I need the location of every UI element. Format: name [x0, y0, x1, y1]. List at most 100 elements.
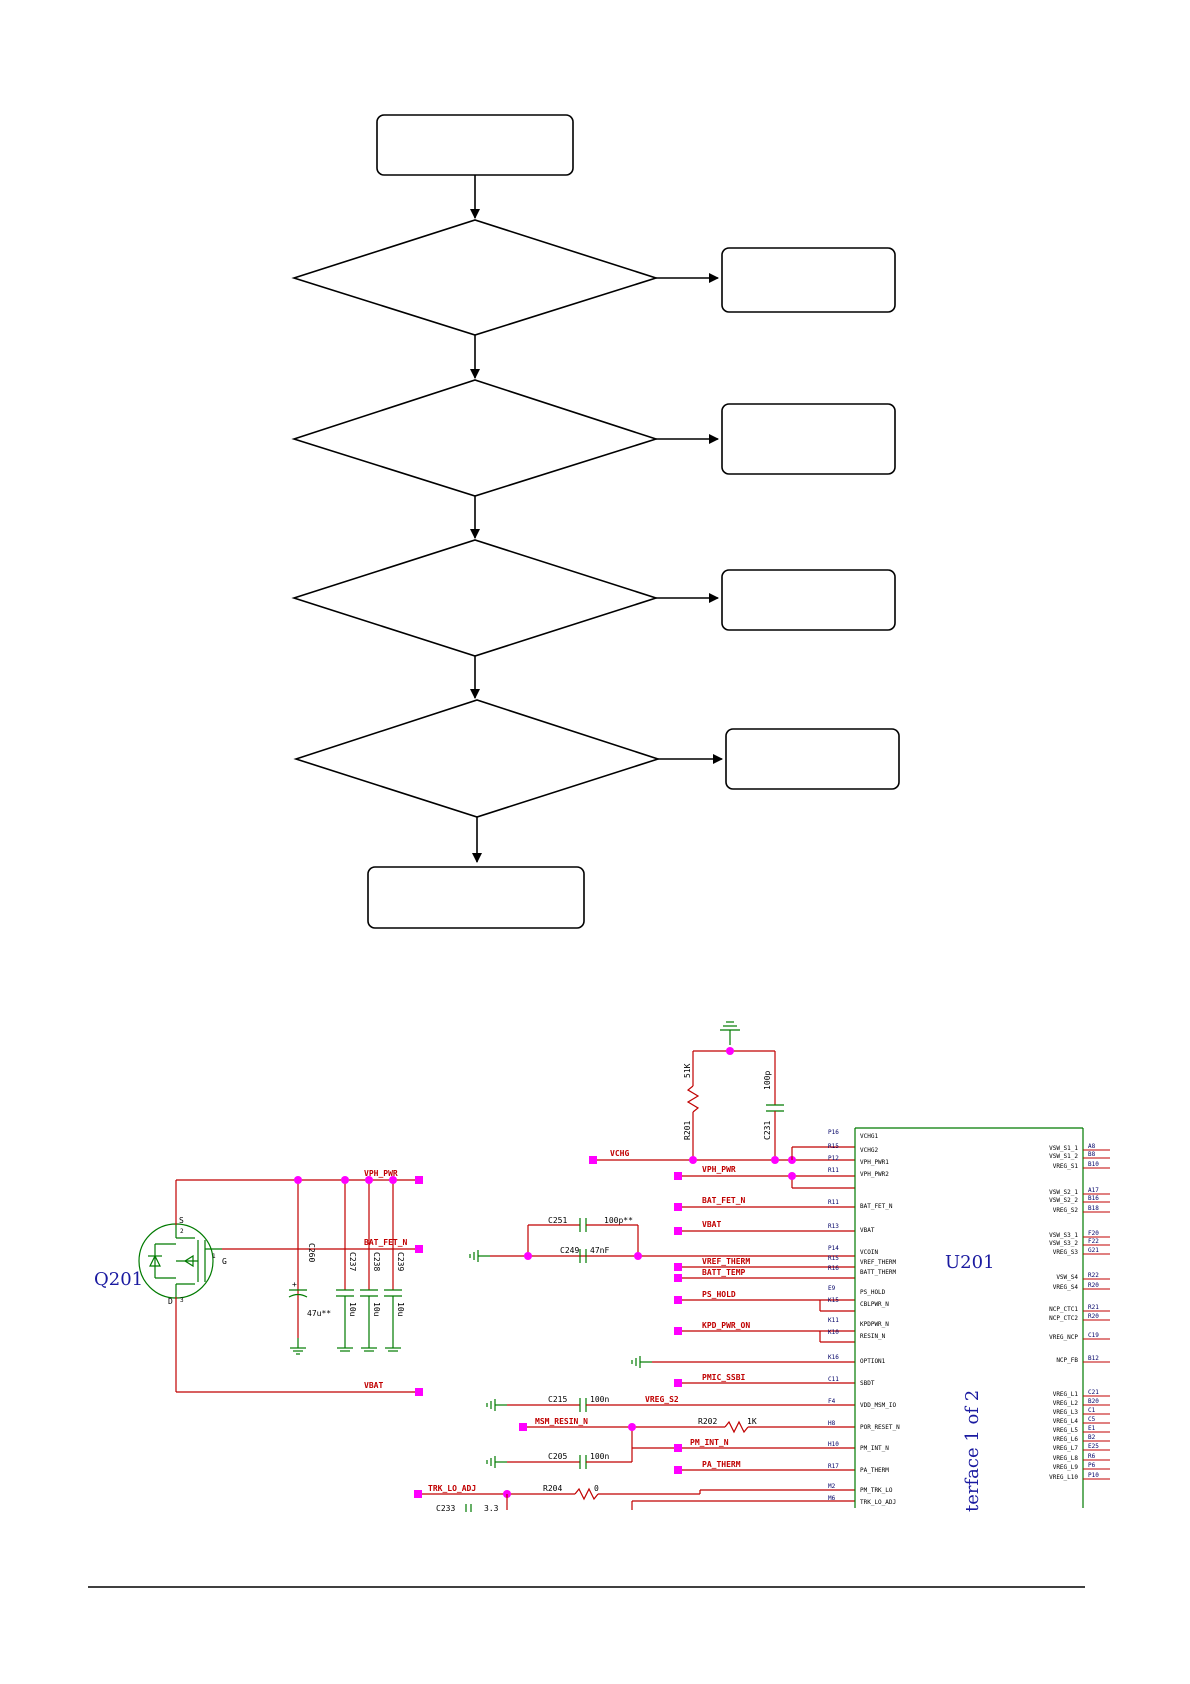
net-vph-pwr: VPH_PWR	[702, 1165, 736, 1174]
u201-pin-name: VPH_PWR2	[860, 1171, 889, 1178]
u201-pin-number: P10	[1088, 1472, 1099, 1479]
u201-pin-name: POR_RESET_N	[860, 1424, 900, 1431]
u201-pin-number: P6	[1088, 1462, 1096, 1469]
junction-dot	[788, 1172, 796, 1180]
r202-ref: R202	[698, 1417, 717, 1426]
c251-value: 100p**	[604, 1216, 633, 1225]
u201-pin-number: R11	[828, 1167, 839, 1174]
u201-pin-name: VSW_S3_2	[1049, 1240, 1078, 1247]
u201-pin-number: B10	[1088, 1161, 1099, 1168]
u201-pin-name: BATT_THERM	[860, 1269, 897, 1276]
flowchart	[291, 114, 900, 929]
u201-pin-name: VREG_L2	[1053, 1400, 1079, 1407]
u201-pin-name: VREG_NCP	[1049, 1334, 1078, 1341]
junction-dot	[365, 1176, 373, 1184]
net-trk-lo-adj: TRK_LO_ADJ	[428, 1484, 476, 1493]
u201-pin-name: NCP_CTC1	[1049, 1306, 1078, 1313]
u201-pin-number: F20	[1088, 1230, 1099, 1237]
u201-pin-name: VREG_S2	[1053, 1207, 1079, 1214]
c237-capacitor: C237 10u	[336, 1252, 357, 1352]
u201-pin-name: VSW_S3_1	[1049, 1232, 1078, 1239]
u201-pin-number: C11	[828, 1376, 839, 1383]
u201-pin-number: E9	[828, 1285, 836, 1292]
flow-result-3-box	[721, 569, 896, 631]
net-pm-int-n: PM_INT_N	[690, 1438, 729, 1447]
u201-pin-name: SBDT	[860, 1380, 875, 1387]
u201-pin-number: R13	[828, 1223, 839, 1230]
r201-value: 51K	[683, 1063, 692, 1078]
u201-pin-name: PM_TRK_LO	[860, 1487, 893, 1494]
net-vbat: VBAT	[702, 1220, 721, 1229]
flow-result-1-box	[721, 247, 896, 313]
net-vreg-s2: VREG_S2	[645, 1395, 679, 1404]
u201-pin-number: R20	[1088, 1313, 1099, 1320]
junction-dot	[341, 1176, 349, 1184]
u201-ref: U201	[945, 1252, 995, 1273]
port-bat-fet-n-left	[415, 1245, 423, 1253]
u201-pin-name: VREG_L4	[1053, 1418, 1079, 1425]
q201-s-label: S	[179, 1216, 184, 1225]
u201-pin-name: VSW_S1_2	[1049, 1153, 1078, 1160]
c205-value: 100n	[590, 1452, 609, 1461]
c239-capacitor: C239 10u	[384, 1252, 405, 1352]
u201-pin-name: VREG_S3	[1053, 1249, 1079, 1256]
c249-value: 47nF	[590, 1246, 609, 1255]
r204-value: 0	[594, 1484, 599, 1493]
u201-pin-name: TRK_LO_ADJ	[860, 1499, 896, 1506]
c233-value: 3.3	[484, 1504, 499, 1513]
net-batt-temp: BATT_TEMP	[702, 1268, 746, 1277]
net-vph-pwr-left: VPH_PWR	[364, 1169, 398, 1178]
c205-ref: C205	[548, 1452, 567, 1461]
u201-pin-name: VREG_L3	[1053, 1409, 1079, 1416]
c237-ref: C237	[348, 1252, 357, 1271]
u201-pin-number: R11	[828, 1199, 839, 1206]
c233-ref: C233	[436, 1504, 455, 1513]
u201-pin-name: BAT_FET_N	[860, 1203, 893, 1210]
q201-g-label: G	[222, 1257, 227, 1266]
u201-pin-number: H10	[828, 1441, 839, 1448]
q201-d-label: D	[168, 1297, 173, 1306]
port-vph-pwr	[674, 1172, 682, 1180]
u201-pin-number: B20	[1088, 1398, 1099, 1405]
u201-pin-name: VSW_S4	[1056, 1274, 1078, 1281]
q201-pin-s: 2	[180, 1228, 184, 1235]
net-vchg: VCHG	[610, 1149, 629, 1158]
u201-pin-number: C5	[1088, 1416, 1096, 1423]
u201-pin-number: R17	[828, 1463, 839, 1470]
q201-pin-g: 1	[212, 1253, 216, 1260]
flow-decision-3	[291, 539, 659, 657]
u201-pin-number: K15	[828, 1297, 839, 1304]
u201-pin-name: VSW_S2_2	[1049, 1197, 1078, 1204]
port-pm-int-n	[674, 1444, 682, 1452]
net-pa-therm: PA_THERM	[702, 1460, 741, 1469]
port-bat-fet-n	[674, 1203, 682, 1211]
u201-pin-number: C19	[1088, 1332, 1099, 1339]
u201-pin-number: C21	[1088, 1389, 1099, 1396]
u201-pin-number: R15	[828, 1143, 839, 1150]
u201-pin-name: VPH_PWR1	[860, 1159, 889, 1166]
net-pmic-ssbi: PMIC_SSBI	[702, 1373, 746, 1382]
u201-pin-number: B16	[1088, 1195, 1099, 1202]
net-msm-resin-n: MSM_RESIN_N	[535, 1417, 588, 1426]
u201-pin-number: B2	[1088, 1434, 1096, 1441]
c215-ref: C215	[548, 1395, 567, 1404]
net-kpd-pwr-on: KPD_PWR_ON	[702, 1321, 750, 1330]
junction-dot	[628, 1423, 636, 1431]
u201-pin-name: VREG_L6	[1053, 1436, 1079, 1443]
u201-pin-name: OPTION1	[860, 1358, 886, 1365]
net-bat-fet-n-left: BAT_FET_N	[364, 1238, 408, 1247]
port-vchg	[589, 1156, 597, 1164]
r204-ref: R204	[543, 1484, 562, 1493]
u201-pin-number: E25	[1088, 1443, 1099, 1450]
u201-pin-name: VREG_S4	[1053, 1284, 1079, 1291]
u201-pin-number: M6	[828, 1495, 836, 1502]
u201-pin-name: VREG_L1	[1053, 1391, 1079, 1398]
net-ps-hold: PS_HOLD	[702, 1290, 736, 1299]
u201-pin-name: RESIN_N	[860, 1333, 886, 1340]
u201-pin-number: R15	[828, 1255, 839, 1262]
port-vref-therm	[674, 1263, 682, 1271]
u201-pin-number: A17	[1088, 1187, 1099, 1194]
u201-pin-number: K11	[828, 1317, 839, 1324]
junction-dot	[726, 1047, 734, 1055]
